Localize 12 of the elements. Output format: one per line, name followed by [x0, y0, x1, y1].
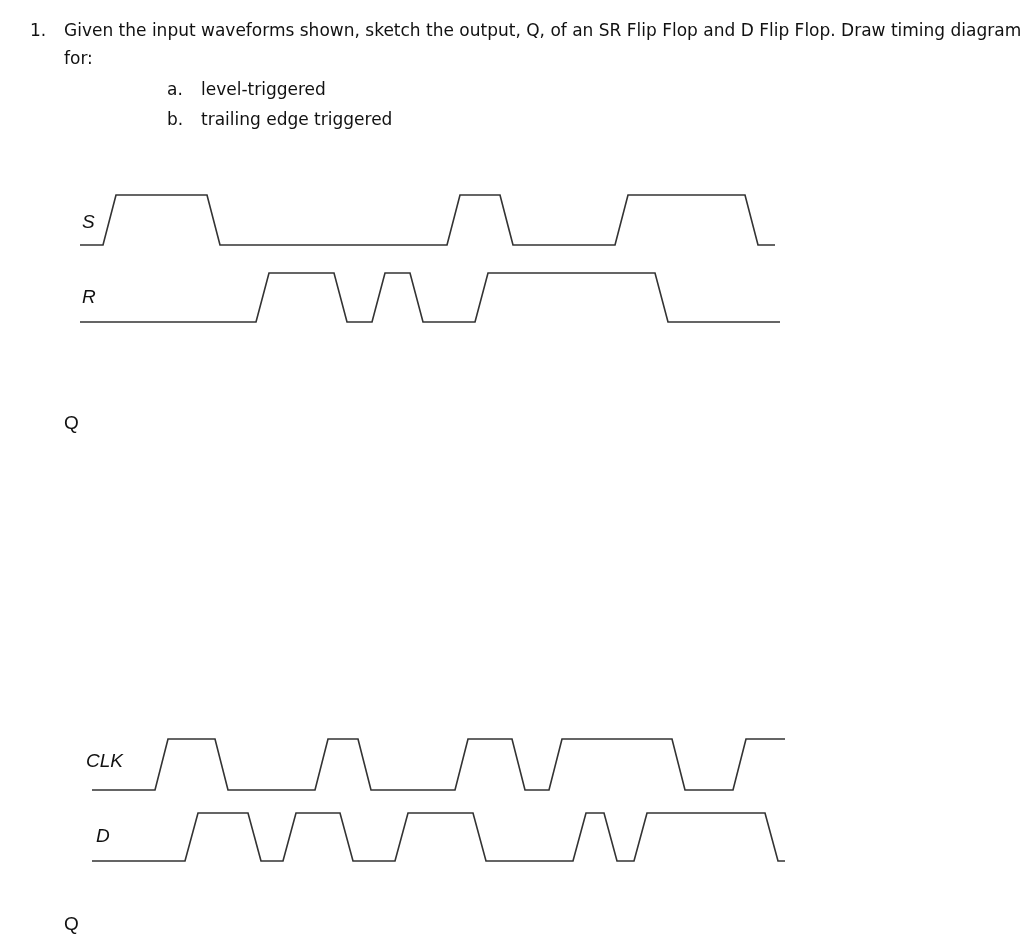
- signal-label: S: [82, 211, 95, 233]
- question-text: trailing edge triggered: [201, 108, 393, 131]
- question-text: 1.: [30, 19, 47, 42]
- signal-label: Q: [64, 412, 79, 434]
- signal-label: R: [82, 286, 96, 308]
- question-text: b.: [167, 108, 184, 131]
- signal-label: D: [96, 825, 110, 847]
- question-text: a.: [167, 78, 183, 101]
- question-text: level-triggered: [201, 78, 326, 101]
- question-text: Given the input waveforms shown, sketch the output, Q, of an SR Flip Flop and D Flip Flop. Draw timing diagram for:: [64, 19, 1023, 70]
- signal-label: CLK: [86, 750, 123, 772]
- signal-label: Q: [64, 913, 79, 935]
